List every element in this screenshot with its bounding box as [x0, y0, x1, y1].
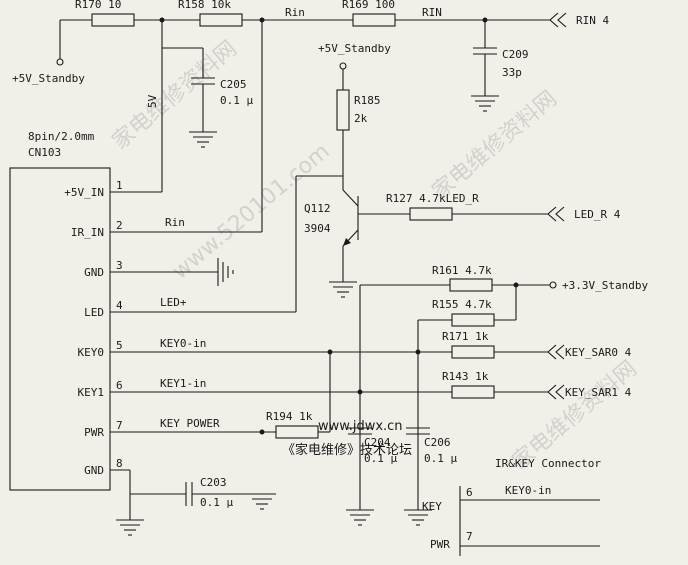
label-r185-ref: R185	[354, 94, 381, 107]
label-r185-val: 2k	[354, 112, 368, 125]
resistor-r127	[409, 207, 453, 221]
power-5v-standby-left: +5V_Standby	[12, 72, 85, 85]
pin-number: 4	[116, 299, 123, 312]
resistor-r161	[449, 278, 493, 292]
pin-number: 5	[116, 339, 123, 352]
pin-number: 8	[116, 457, 123, 470]
pin-name: KEY1	[78, 386, 105, 399]
ground-c204-icon	[346, 509, 374, 526]
ground-c206-icon	[404, 509, 432, 526]
connector-body	[9, 167, 111, 491]
power-terminal-3v3	[549, 281, 557, 289]
ground-c203-icon	[248, 493, 276, 510]
power-terminal-5v-left	[56, 58, 64, 66]
pin-number: 6	[116, 379, 123, 392]
inset-pwr-pin: 7	[466, 530, 473, 543]
net-5v: 5V	[146, 94, 159, 108]
inset-key-net: KEY0-in	[505, 484, 551, 497]
label-c206-ref: C206	[424, 436, 451, 449]
resistor-r185	[336, 89, 350, 131]
junction	[415, 349, 421, 355]
inset-title: IR&KEY Connector	[495, 457, 601, 470]
power-terminal-5v-top	[339, 62, 347, 70]
label-c203-ref: C203	[200, 476, 227, 489]
net-rin-right: RIN	[422, 6, 442, 19]
pin-number: 2	[116, 219, 123, 232]
label-c206-val: 0.1 µ	[424, 452, 457, 465]
resistor-r155	[451, 313, 495, 327]
port-rin-arrow-icon	[549, 12, 567, 28]
pin-name: +5V_IN	[64, 186, 104, 199]
ground-q112-icon	[329, 281, 357, 298]
net-key0: KEY0-in	[160, 337, 206, 350]
inset-key-pin: 6	[466, 486, 473, 499]
label-r127: R127 4.7kLED_R	[386, 192, 479, 205]
resistor-r158	[199, 13, 243, 27]
ground-symbols	[116, 95, 499, 536]
resistor-r171	[451, 345, 495, 359]
power-3v3-standby: +3.3V_Standby	[562, 279, 648, 292]
inset-pwr-label: PWR	[430, 538, 450, 551]
pin-name: KEY0	[78, 346, 105, 359]
pin-name: GND	[84, 464, 104, 477]
watermark-url: www.jdwx.cn	[318, 419, 403, 434]
resistor-r194	[275, 425, 319, 439]
watermark-forum: 《家电维修》技术论坛	[282, 442, 412, 458]
label-r155: R155 4.7k	[432, 298, 492, 311]
resistor-r143	[451, 385, 495, 399]
connector-ref: CN103	[28, 146, 61, 159]
label-c209-ref: C209	[502, 48, 529, 61]
label-c204-val: 0.1 µ	[364, 452, 397, 465]
label-c204-ref: C204	[364, 436, 391, 449]
junction	[357, 389, 363, 395]
port-led-r: LED_R 4	[574, 208, 621, 221]
inset-key-label: KEY	[422, 500, 442, 513]
label-r161: R161 4.7k	[432, 264, 492, 277]
port-rin: RIN 4	[576, 14, 609, 27]
label-c205-val: 0.1 µ	[220, 94, 253, 107]
resistor-r169	[352, 13, 396, 27]
pin-name: PWR	[84, 426, 104, 439]
label-r143: R143 1k	[442, 370, 489, 383]
net-key-power: KEY POWER	[160, 417, 220, 430]
label-r158: R158 10k	[178, 0, 231, 11]
label-r171: R171 1k	[442, 330, 489, 343]
port-key-sar1: KEY_SAR1 4	[565, 386, 632, 399]
ground-pin8-icon	[116, 519, 144, 536]
label-r194: R194 1k	[266, 410, 313, 423]
pin-name: GND	[84, 266, 104, 279]
power-5v-standby-top: +5V_Standby	[318, 42, 391, 55]
label-q112-val: 3904	[304, 222, 331, 235]
net-key1: KEY1-in	[160, 377, 206, 390]
pin-number: 1	[116, 179, 123, 192]
port-key-sar0-arrow-icon	[547, 344, 565, 360]
port-key-sar0: KEY_SAR0 4	[565, 346, 632, 359]
pin-number: 3	[116, 259, 123, 272]
label-r169: R169 100	[342, 0, 395, 11]
port-arrows	[547, 12, 567, 400]
label-r170: R170 10	[75, 0, 121, 11]
label-q112-ref: Q112	[304, 202, 331, 215]
pin-name: IR_IN	[71, 226, 104, 239]
ground-pin3-icon	[217, 258, 234, 286]
junction	[259, 429, 265, 435]
ground-c205-icon	[189, 131, 217, 148]
ground-c209-icon	[471, 95, 499, 112]
resistor-r170	[91, 13, 135, 27]
label-c203-val: 0.1 µ	[200, 496, 233, 509]
label-c205-ref: C205	[220, 78, 247, 91]
net-rin-top: Rin	[285, 6, 305, 19]
net-rin-pin: Rin	[165, 216, 185, 229]
connector-spec: 8pin/2.0mm	[28, 130, 95, 143]
pin-number: 7	[116, 419, 123, 432]
watermark-site-2: 家电维修资料网	[428, 86, 562, 204]
port-led-r-arrow-icon	[547, 206, 565, 222]
port-key-sar1-arrow-icon	[547, 384, 565, 400]
label-c209-val: 33p	[502, 66, 522, 79]
net-led-plus: LED+	[160, 296, 187, 309]
pin-name: LED	[84, 306, 104, 319]
